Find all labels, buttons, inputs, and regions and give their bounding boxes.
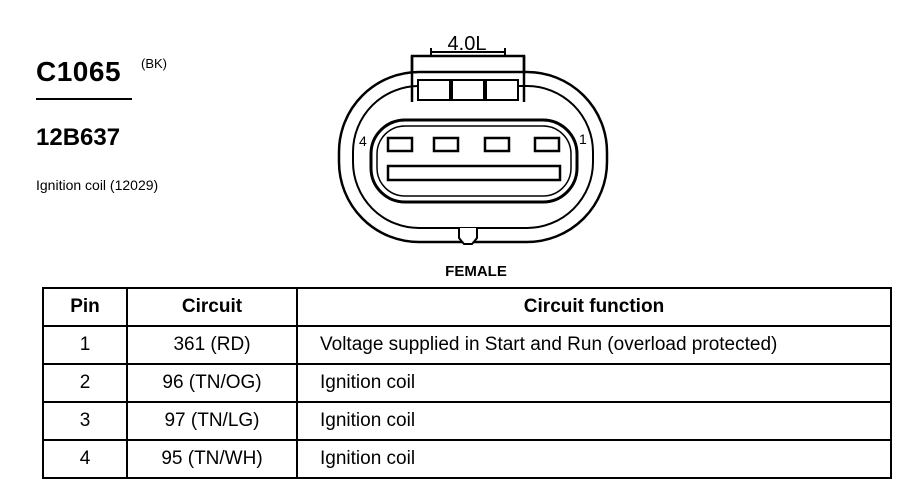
terminal-cavity (369, 118, 579, 204)
gender-label: FEMALE (445, 263, 507, 280)
circuit-cell: 97 (TN/LG) (126, 401, 298, 441)
circuit-function-cell: Voltage supplied in Start and Run (overl… (296, 325, 892, 365)
pin-cell: 3 (42, 401, 128, 441)
pin-terminal-3 (432, 136, 460, 153)
circuit-function-cell: Ignition coil (296, 401, 892, 441)
table-row: 3 97 (TN/LG) Ignition coil (42, 401, 892, 441)
table-header-row: Pin Circuit Circuit function (42, 287, 892, 327)
pin-label-4: 4 (359, 133, 367, 149)
pin-label-1: 1 (579, 131, 587, 147)
header-pin: Pin (42, 287, 128, 327)
connector-id-underline (36, 98, 132, 100)
circuit-function-cell: Ignition coil (296, 439, 892, 479)
header-circuit-function: Circuit function (296, 287, 892, 327)
header-circuit: Circuit (126, 287, 298, 327)
connector-color-code: (BK) (141, 56, 167, 71)
keying-notch (458, 228, 478, 245)
circuit-cell: 95 (TN/WH) (126, 439, 298, 479)
slot-terminal (386, 164, 562, 182)
table-row: 1 361 (RD) Voltage supplied in Start and… (42, 325, 892, 365)
pin-cell: 2 (42, 363, 128, 403)
table-row: 2 96 (TN/OG) Ignition coil (42, 363, 892, 403)
circuit-function-cell: Ignition coil (296, 363, 892, 403)
pin-terminal-1 (533, 136, 561, 153)
connector-id: C1065 (36, 56, 122, 87)
part-number: 12B637 (36, 124, 121, 151)
component-description: Ignition coil (12029) (36, 177, 159, 193)
pin-cell: 4 (42, 439, 128, 479)
circuit-cell: 96 (TN/OG) (126, 363, 298, 403)
engine-label: 4.0L (448, 33, 487, 55)
pin-cell: 1 (42, 325, 128, 365)
engine-label-bracket (430, 48, 506, 56)
pin-terminal-2 (483, 136, 511, 153)
connector-face-diagram: 4.0L 4 1 FEMALE (337, 33, 609, 280)
circuit-cell: 361 (RD) (126, 325, 298, 365)
table-row: 4 95 (TN/WH) Ignition coil (42, 439, 892, 479)
pin-terminal-4 (386, 136, 414, 153)
pinout-table: Pin Circuit Circuit function 1 361 (RD) … (42, 287, 892, 479)
